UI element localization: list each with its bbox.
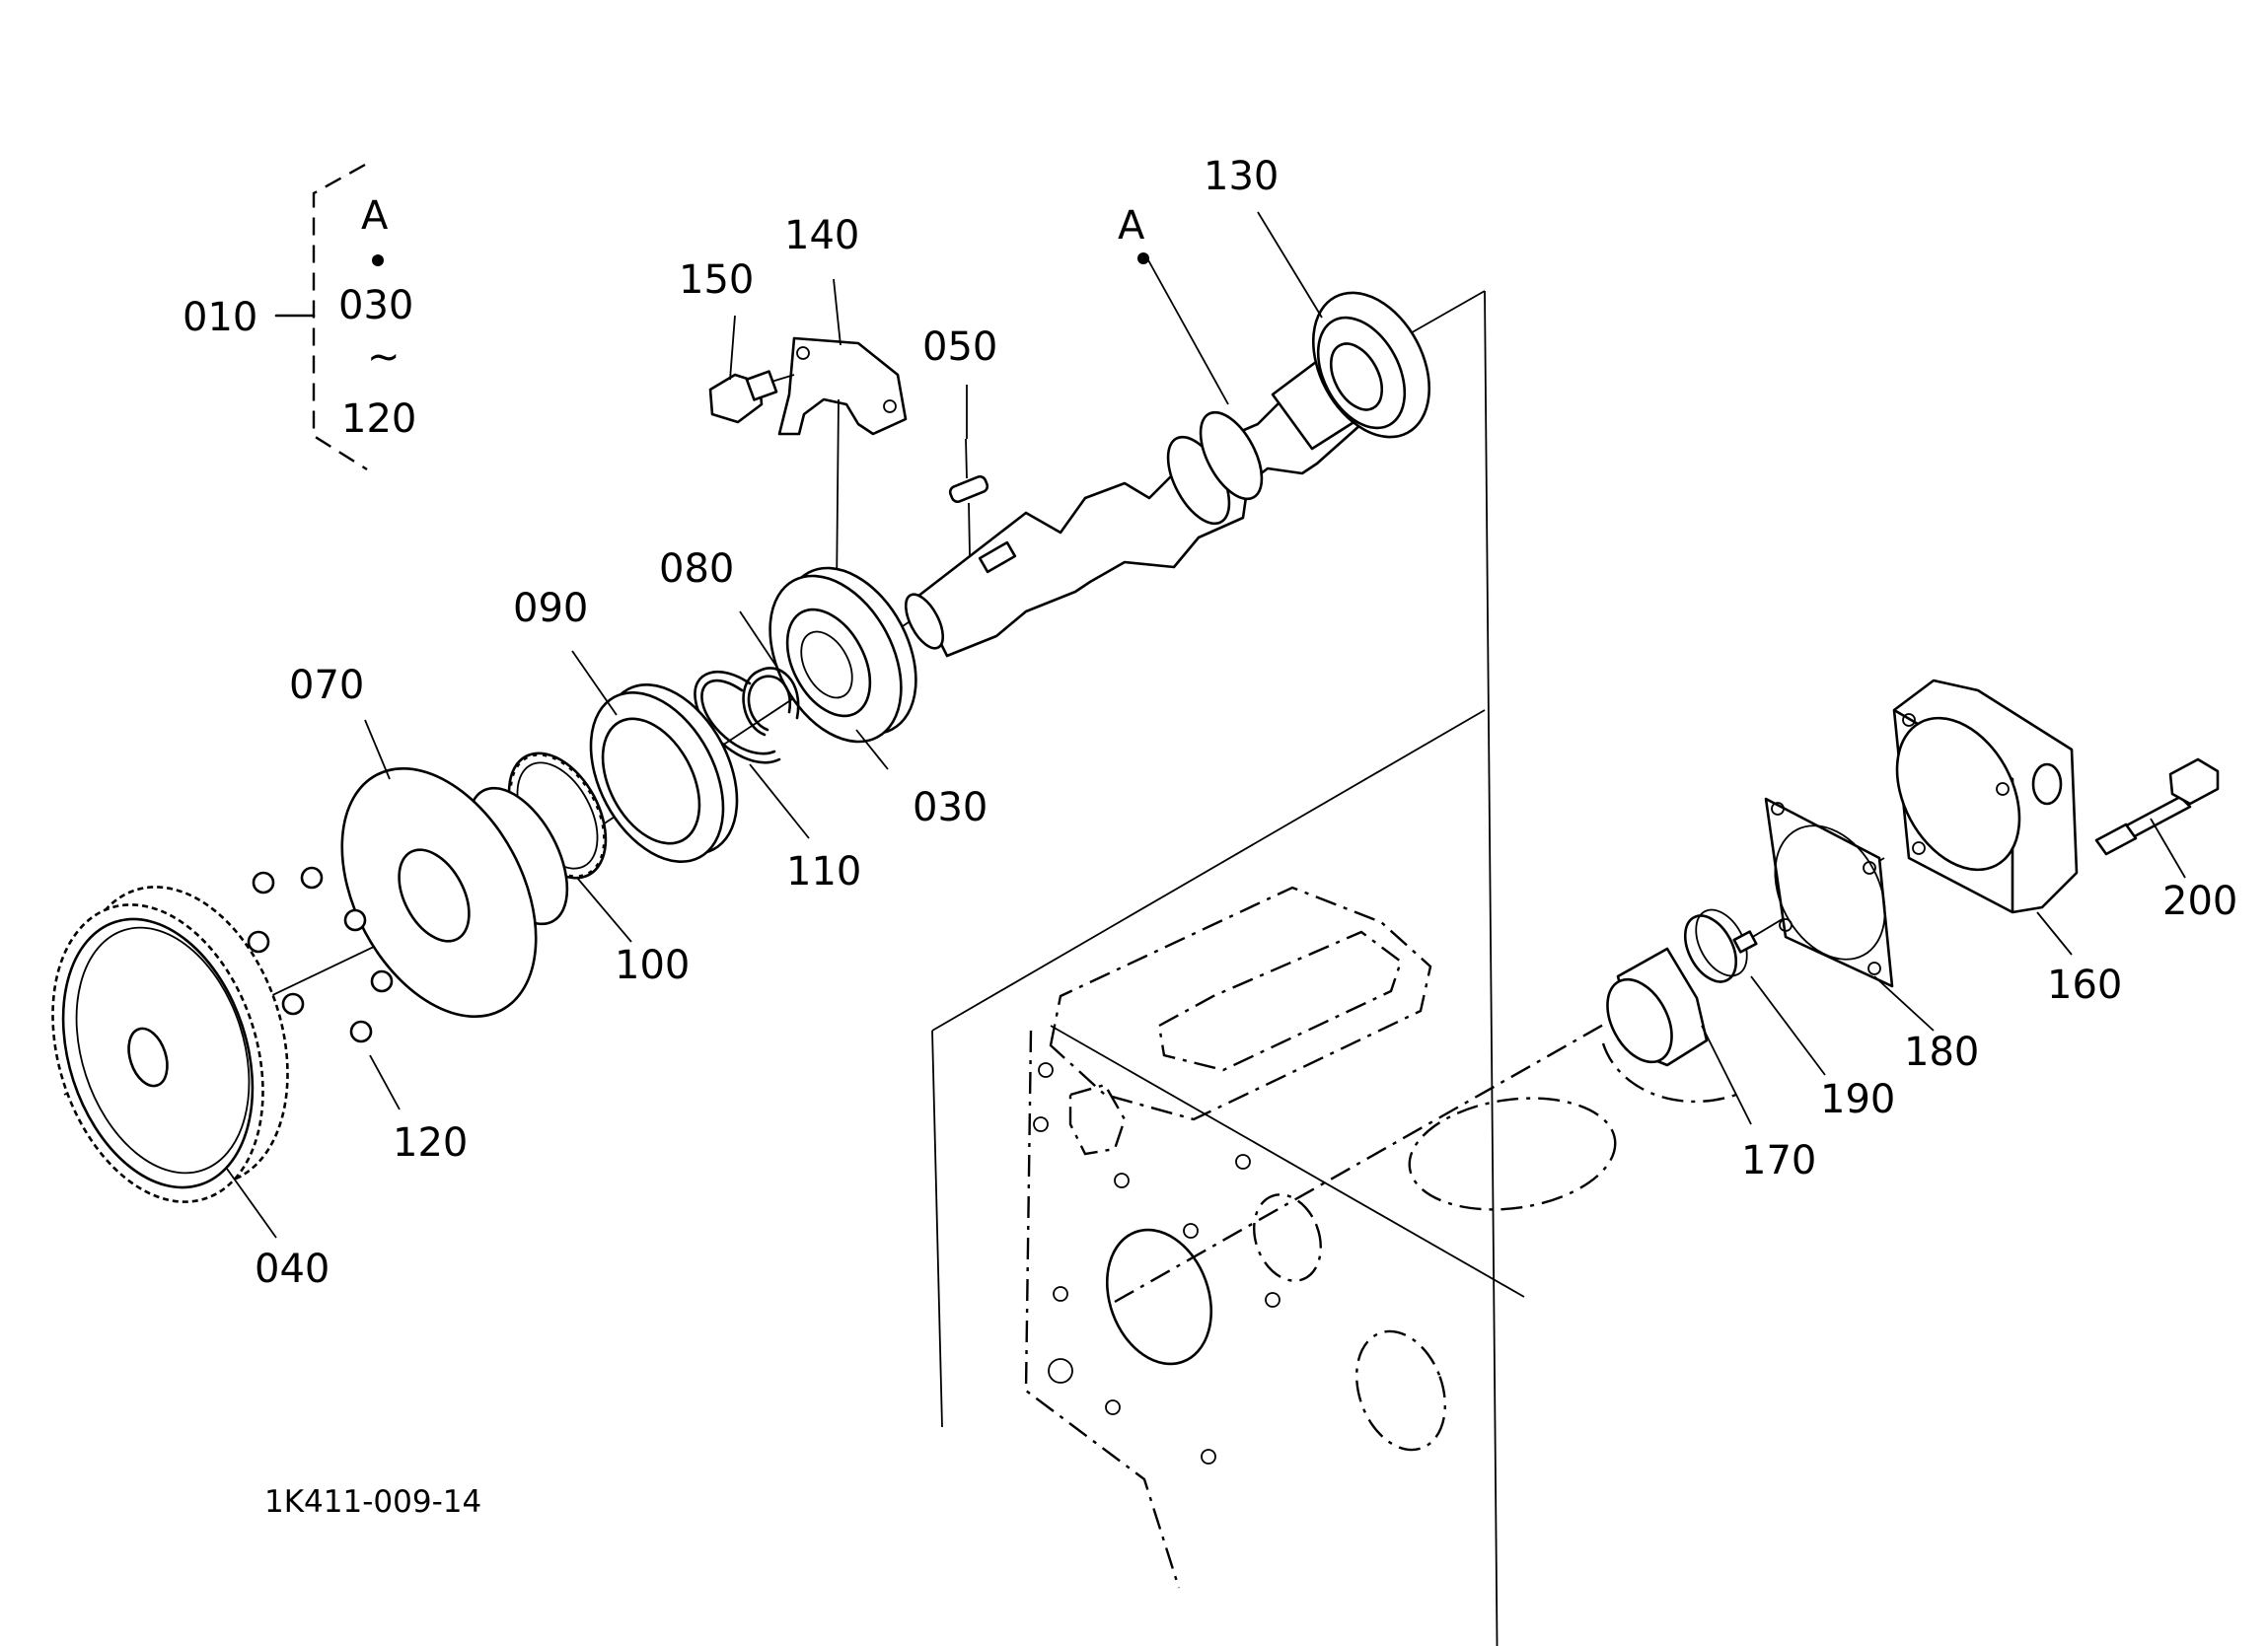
part-label-030: 030 [913,785,988,830]
part-labels: A 130 140 150 050 080 090 070 030 110 10… [255,154,2237,1292]
camshaft [904,348,1368,658]
assembly-range-end: 120 [341,396,416,442]
part-label-050: 050 [922,324,997,370]
part-label-160: 160 [2047,963,2122,1008]
part-label-190: 190 [1820,1077,1895,1122]
shaft-ref-letter: A [1118,203,1145,249]
leader-lines [226,211,2186,1239]
bearing-130 [1311,291,1431,439]
balls-120 [247,866,394,1043]
part-label-120: 120 [393,1120,468,1166]
cover-160 [1892,679,2079,914]
part-label-070: 070 [289,663,364,708]
clip-190 [1683,908,1758,983]
assembly-ref-letter: A [361,193,389,239]
part-label-200: 200 [2162,879,2237,924]
part-label-090: 090 [513,586,588,631]
bolt-150 [708,370,795,424]
part-label-150: 150 [679,257,754,303]
part-label-110: 110 [786,849,861,895]
part-label-140: 140 [784,213,859,258]
bushing-170 [1606,947,1709,1067]
gasket-180 [1764,797,1894,988]
engine-housing-outline [931,290,1737,1646]
bearing-030 [768,566,917,744]
part-label-080: 080 [659,546,734,592]
assembly-centerline [63,615,1885,1304]
thrust-plate-140 [777,336,908,593]
part-label-180: 180 [1904,1030,1979,1075]
drawing-code: 1K411-009-14 [264,1484,481,1520]
part-label-170: 170 [1741,1138,1816,1183]
assembly-range-symbol: ~ [367,334,401,380]
gear-040 [51,886,289,1203]
assembly-label: 010 [183,295,257,340]
part-label-130: 130 [1204,154,1279,199]
part-label-100: 100 [615,943,690,988]
governor-plate-070 [340,766,569,1019]
bolt-200 [2094,757,2220,856]
key-050 [948,438,989,556]
part-label-040: 040 [255,1247,329,1292]
snap-ring-080 [742,667,800,737]
bearing-090 [589,683,739,863]
assembly-range-start: 030 [338,283,413,328]
assembly-bracket: 010 A 030 ~ 120 [183,163,416,471]
snap-ring-110 [694,670,781,764]
